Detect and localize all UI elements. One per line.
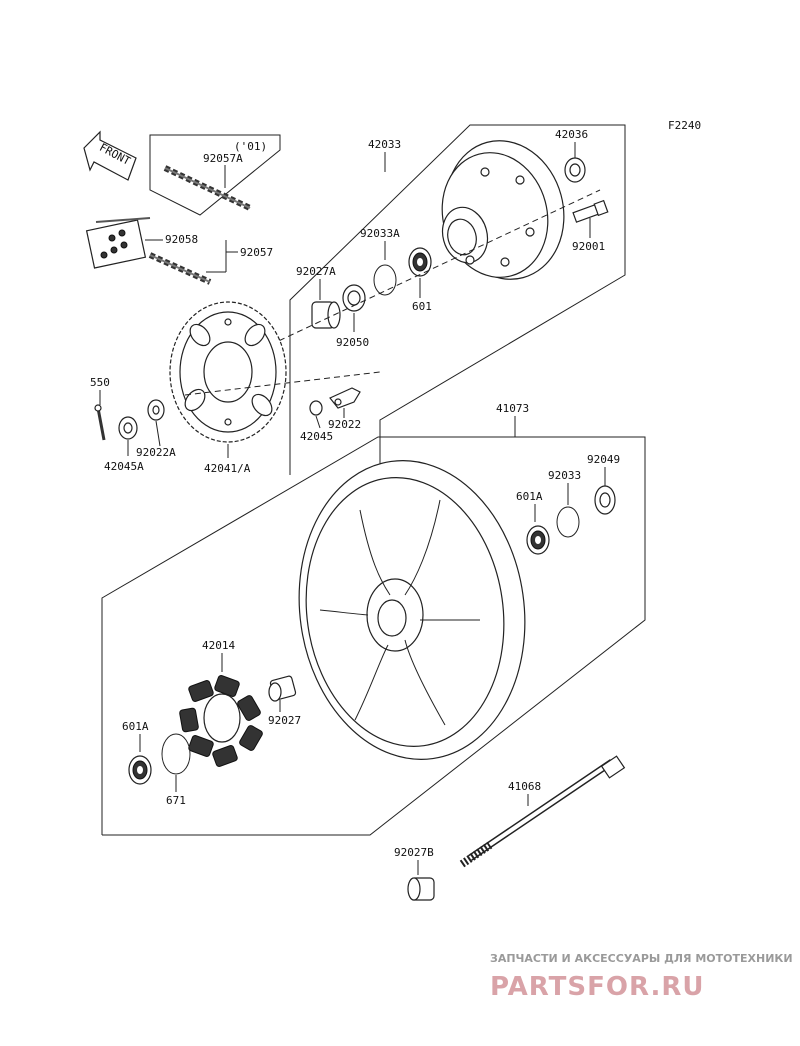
nut-42045-icon	[309, 400, 323, 416]
label-92033: 92033	[548, 469, 581, 482]
sprocket-coupling-42033-icon	[441, 140, 565, 280]
label-42036: 42036	[555, 128, 588, 141]
year-note: ('01)	[234, 140, 267, 153]
label-601: 601	[412, 300, 432, 313]
sprocket-42041A-icon	[169, 301, 287, 443]
label-92027B: 92027B	[394, 846, 434, 859]
label-601A-left: 601A	[122, 720, 149, 733]
collar-92027-icon	[268, 675, 297, 702]
label-42045A: 42045A	[104, 460, 144, 473]
label-92022: 92022	[328, 418, 361, 431]
spacer-92027A-icon	[311, 301, 341, 329]
collar-42036-icon	[564, 157, 586, 183]
label-92022A: 92022A	[136, 446, 176, 459]
circlip-92033-icon	[556, 506, 580, 538]
label-42033: 42033	[368, 138, 401, 151]
collar-92027B-icon	[407, 877, 435, 901]
wheel-41073-icon	[298, 460, 526, 760]
frame-42033	[289, 124, 626, 475]
label-92057A: 92057A	[203, 152, 243, 165]
chain-92057-group: 92058 92057	[85, 217, 273, 285]
label-42014: 42014	[202, 639, 235, 652]
label-92027: 92027	[268, 714, 301, 727]
washer-92022A-icon	[147, 399, 165, 421]
lock-washer-92022-icon	[329, 387, 361, 409]
watermark-caption: ЗАПЧАСТИ И АКСЕССУАРЫ ДЛЯ МОТОТЕХНИКИ	[490, 952, 793, 965]
castle-nut-42045A-icon	[118, 416, 138, 440]
chain-01-callout: ('01) 92057A	[149, 134, 281, 216]
bearing-601-icon	[408, 247, 432, 277]
o-ring-671-icon	[161, 733, 191, 775]
master-link-92058-icon	[85, 219, 147, 269]
frame-41073	[101, 436, 646, 836]
oil-seal-92049-icon	[594, 485, 616, 515]
label-42041A: 42041/A	[204, 462, 251, 475]
bearing-601A-top-icon	[526, 525, 550, 555]
label-41068: 41068	[508, 780, 541, 793]
bolt-92001-icon	[572, 199, 609, 223]
label-92001: 92001	[572, 240, 605, 253]
label-601A-top: 601A	[516, 490, 543, 503]
label-92050: 92050	[336, 336, 369, 349]
label-42045: 42045	[300, 430, 333, 443]
label-671: 671	[166, 794, 186, 807]
chain-92057-icon	[148, 252, 212, 285]
figure-code: F2240	[668, 119, 701, 132]
label-41073: 41073	[496, 402, 529, 415]
label-92057: 92057	[240, 246, 273, 259]
cotter-pin-550-icon	[94, 404, 106, 441]
label-550: 550	[90, 376, 110, 389]
watermark-logo: PARTSFOR.RU	[490, 972, 704, 1002]
label-92033A: 92033A	[360, 227, 400, 240]
axle-41068-icon	[459, 755, 626, 868]
bearing-601A-left-icon	[128, 755, 152, 785]
circlip-92033A-icon	[373, 264, 397, 296]
front-arrow-icon: FRONT	[83, 130, 137, 181]
hub-damper-42014-icon	[179, 675, 263, 767]
label-92027A: 92027A	[296, 265, 336, 278]
label-92058: 92058	[165, 233, 198, 246]
chain-92057A-icon	[163, 165, 252, 211]
label-92049: 92049	[587, 453, 620, 466]
oil-seal-92050-icon	[342, 284, 366, 312]
